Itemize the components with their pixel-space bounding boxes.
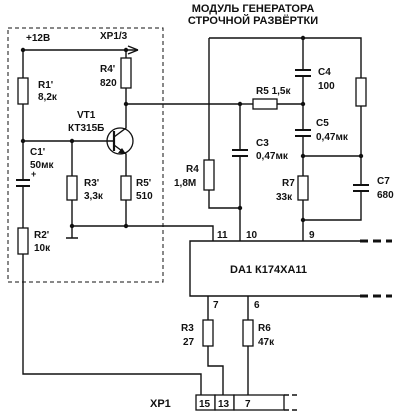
r4p-value: 820: [100, 78, 117, 89]
c7-name: C7: [377, 176, 390, 187]
module-boundary: [7, 27, 164, 283]
resistor-r1p: [17, 77, 29, 105]
r2p-value: 10к: [34, 243, 51, 254]
r5p-value: 510: [136, 191, 153, 202]
title-line-2: СТРОЧНОЙ РАЗВЁРТКИ: [188, 14, 318, 27]
resistor-right: [355, 77, 367, 107]
r4p-name: R4': [100, 64, 115, 75]
connector-top-label: XP1/3: [100, 31, 128, 42]
r1p-value: 8,2к: [38, 92, 58, 103]
xp1-pin-3: 7: [245, 399, 251, 410]
vt1-value: КТ315Б: [68, 123, 104, 134]
r3-name: R3: [181, 323, 194, 334]
chip-label: DA1 К174ХА11: [230, 264, 307, 276]
r6-value: 47к: [258, 337, 275, 348]
left-chain: R1' 8,2к + C1' 50мк R2' 10к: [16, 50, 202, 395]
capacitor-c7: [353, 184, 369, 192]
right-column: C7 680: [303, 77, 394, 221]
xp1-pin-cell: [233, 394, 285, 411]
supply-label: +12В: [26, 33, 50, 44]
c1p-name: C1': [30, 147, 45, 158]
c4-value: 100: [318, 81, 335, 92]
r6-name: R6: [258, 323, 271, 334]
capacitor-c4: [295, 69, 311, 77]
c1p-value: 50мк: [30, 160, 55, 171]
output-resistors: R3 27 R6 47к: [181, 296, 275, 395]
resistor-r7: [297, 175, 309, 201]
r4-value: 1,8М: [174, 178, 196, 189]
chip-da1: DA1 К174ХА11 11 10 9 7 6: [189, 230, 392, 311]
timing-network: C4 100 C5 0,47мк R7 33к: [276, 35, 364, 241]
bias-resistors: R3' 3,3к R5' 510: [66, 138, 214, 241]
chip-pin-10: 10: [246, 230, 258, 241]
resistor-r5: [252, 98, 278, 110]
resistor-r5p: [120, 175, 132, 201]
xp1-pin-2: 13: [218, 399, 230, 410]
transistor-vt1: VT1 КТ315Б: [23, 104, 134, 176]
supply-arrow-icon: [127, 45, 139, 55]
r5p-name: R5': [136, 178, 151, 189]
chip-pin-6: 6: [254, 300, 260, 311]
chip-pin-9: 9: [309, 230, 315, 241]
r3-value: 27: [183, 337, 195, 348]
emitter-arrow-icon: [118, 148, 126, 154]
resistor-r6: [242, 319, 254, 347]
chip-pin-11: 11: [217, 230, 228, 241]
c3-branch: C3 0,47мк: [232, 104, 289, 241]
supply-rail: +12В XP1/3: [20, 31, 139, 55]
r4-name: R4: [186, 164, 199, 175]
capacitor-c5: [295, 129, 311, 137]
resistor-r4p: [120, 57, 132, 89]
r2p-name: R2': [34, 230, 49, 241]
r5-label: R5 1,5к: [256, 86, 291, 97]
c5-name: C5: [316, 118, 329, 129]
c5-value: 0,47мк: [316, 132, 349, 143]
connector-bottom-label: XP1: [150, 398, 171, 410]
collector-branch: R4' 820 R5 1,5к: [100, 50, 306, 110]
c3-value: 0,47мк: [256, 151, 289, 162]
chip-pin-7: 7: [213, 300, 219, 311]
resistor-r3p: [66, 175, 78, 201]
resistor-r2p: [17, 227, 29, 255]
diagram-title: МОДУЛЬ ГЕНЕРАТОРА СТРОЧНОЙ РАЗВЁРТКИ: [188, 3, 318, 27]
c4-name: C4: [318, 67, 331, 78]
r3p-value: 3,3к: [84, 191, 104, 202]
c7-value: 680: [377, 190, 394, 201]
r1p-name: R1': [38, 80, 53, 91]
r4-branch: R4 1,8М: [174, 37, 362, 209]
title-line-1: МОДУЛЬ ГЕНЕРАТОРА: [192, 3, 315, 15]
vt1-name: VT1: [77, 110, 96, 121]
r7-value: 33к: [276, 192, 293, 203]
c1p-polarity: +: [31, 169, 36, 179]
capacitor-c3: [232, 149, 248, 157]
r7-name: R7: [282, 178, 295, 189]
c3-name: C3: [256, 138, 269, 149]
r3p-name: R3': [84, 178, 99, 189]
xp1-pin-1: 15: [199, 399, 211, 410]
connector-xp1: XP1 15 13 7: [150, 394, 300, 411]
resistor-r4: [203, 159, 215, 191]
capacitor-c1p: [16, 179, 30, 187]
resistor-r3: [202, 319, 214, 347]
